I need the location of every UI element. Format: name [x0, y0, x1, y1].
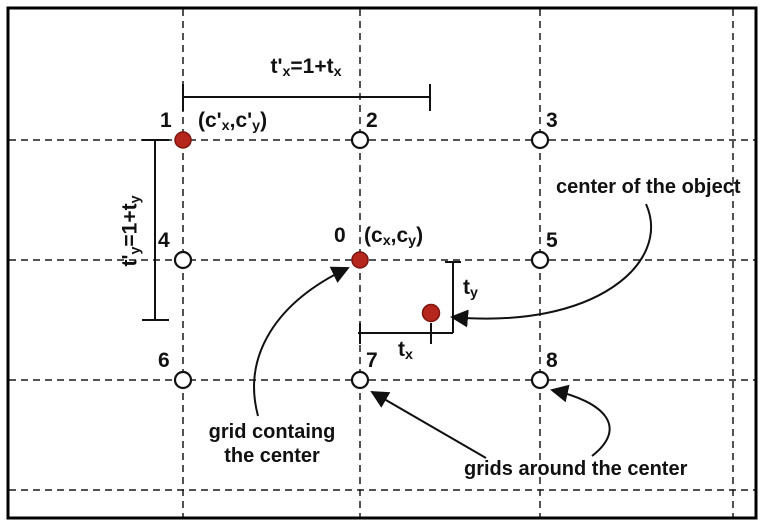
label-t-prime-y: t'y=1+ty: [118, 195, 143, 266]
point-label-4: 4: [158, 229, 170, 252]
point-label-8: 8: [546, 349, 558, 372]
grid-point-0-red: [351, 251, 369, 269]
t-prime-y-sub: y: [127, 246, 144, 255]
annotation-grids-around: grids around the center: [464, 458, 688, 480]
point-label-6: 6: [158, 349, 170, 372]
c-prime-sub: x: [221, 118, 230, 135]
point-label-1: 1: [160, 109, 172, 132]
grid-point-8: [530, 370, 550, 390]
ty-base: t: [463, 276, 470, 299]
t-prime-x-sub: x: [282, 64, 291, 81]
c-base: (c: [364, 224, 383, 247]
c-sub2: y: [408, 233, 417, 250]
t-prime-x-base2: =1+t: [290, 55, 334, 78]
outer-border: [6, 6, 758, 520]
label-t-prime-x: t'x=1+tx: [270, 55, 341, 80]
t-prime-y-sub2: y: [127, 195, 144, 204]
arrow-to-grid-0: [253, 266, 350, 417]
arrow-to-object-center: [450, 203, 652, 328]
point-label-2: 2: [366, 109, 378, 132]
ty-sub: y: [470, 285, 478, 302]
arrow-to-grid-7: [370, 390, 487, 459]
t-prime-x-base: t': [270, 55, 283, 78]
annotation-grid-containing-line2: the center: [224, 445, 320, 467]
label-c-prime: (c'x,c'y): [198, 109, 267, 134]
point-label-5: 5: [546, 229, 558, 252]
label-c: (cx,cy): [364, 224, 423, 249]
bracket-tx-ty: [358, 261, 461, 344]
dashed-grid-lines: [9, 9, 755, 517]
label-tx: tx: [398, 338, 413, 363]
t-prime-x-sub2: x: [333, 64, 342, 81]
tx-sub: x: [405, 347, 413, 364]
annotation-grid-containing-line1: grid containg: [208, 421, 336, 443]
annotation-center-of-object: center of the object: [556, 176, 741, 198]
t-prime-y-base2: =1+t: [118, 203, 142, 247]
t-prime-y-base: t': [118, 254, 142, 267]
grid-point-1-red: [174, 131, 192, 149]
c-sub: x: [382, 233, 391, 250]
c-prime-close: ): [260, 109, 268, 132]
c-close: ): [416, 224, 424, 247]
c-prime-base: (c': [198, 109, 222, 132]
grid-points: [173, 130, 550, 390]
grid-point-6: [173, 370, 193, 390]
c-base2: ,c: [390, 224, 409, 247]
label-ty: ty: [463, 276, 478, 301]
object-center-dot: [421, 303, 441, 323]
bracket-t-prime-x: [182, 84, 431, 111]
grid-point-7: [350, 370, 370, 390]
c-prime-base2: ,c': [229, 109, 253, 132]
grid-point-2: [350, 130, 370, 150]
grid-point-3: [530, 130, 550, 150]
point-label-7: 7: [366, 349, 378, 372]
bracket-t-prime-y: [142, 139, 169, 321]
point-label-0: 0: [334, 224, 346, 247]
annotation-grid-containing: grid containg the center: [209, 420, 336, 468]
grid-point-4: [173, 250, 193, 270]
tx-base: t: [398, 338, 405, 361]
arrow-to-grid-8: [550, 384, 611, 457]
point-label-3: 3: [546, 109, 558, 132]
c-prime-sub2: y: [252, 118, 261, 135]
grid-point-5: [530, 250, 550, 270]
